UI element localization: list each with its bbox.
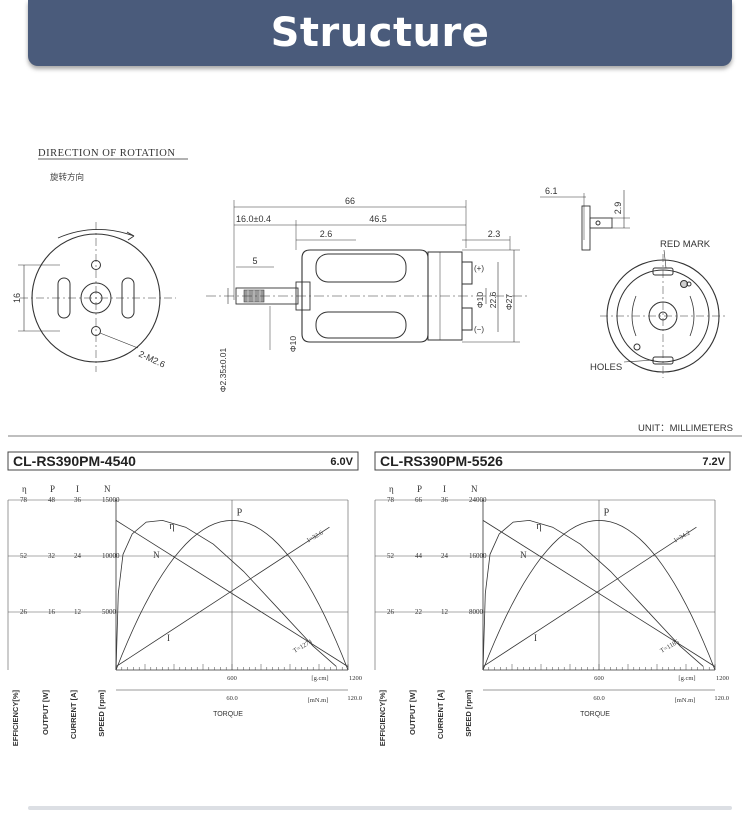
axis-head: η	[389, 484, 394, 494]
header-banner: Structure	[28, 0, 732, 66]
torque-unit: [g.cm]	[311, 675, 328, 682]
dim-66: 66	[345, 196, 355, 206]
dim-46-5: 46.5	[369, 214, 387, 224]
holes-label: HOLES	[590, 362, 622, 373]
torque-label: TORQUE	[213, 711, 243, 718]
curve-label-n: N	[520, 550, 527, 560]
dim-5: 5	[252, 256, 257, 266]
curve-current	[115, 526, 330, 667]
curve-current	[482, 526, 697, 667]
footer-divider	[28, 806, 732, 810]
dim-2-9: 2.9	[613, 202, 623, 215]
y-axis-label: SPEED [rpm]	[464, 690, 473, 737]
axis-head: I	[76, 484, 79, 494]
curve-label-i: I	[534, 633, 537, 643]
dim-16-0: 16.0±0.4	[236, 214, 271, 224]
curve-efficiency	[115, 519, 337, 671]
axis-head: I	[443, 484, 446, 494]
curve-label-i: I	[167, 633, 170, 643]
rotation-title: DIRECTION OF ROTATION	[38, 148, 175, 159]
rear-view: RED MARK HOLES	[590, 239, 726, 378]
torque-tick: 600	[594, 675, 604, 682]
torque-tick: 1200	[716, 675, 729, 682]
annotation-stall-torque: T=1185	[659, 638, 680, 654]
curve-output	[115, 519, 349, 671]
terminal-minus: (−)	[474, 325, 484, 334]
torque-tick: 60.0	[593, 695, 604, 702]
rotation-arrow-icon	[126, 231, 135, 241]
y-axis-label: SPEED [rpm]	[97, 690, 106, 737]
rotation-title-cn: 旋转方向	[50, 172, 84, 182]
red-mark-dot	[680, 280, 688, 288]
torque-tick: 60.0	[226, 695, 237, 702]
dim-d27: Φ27	[504, 294, 514, 311]
front-view: DIRECTION OF ROTATION 旋转方向 16 2-M2.6	[12, 148, 188, 372]
torque-unit: [mN.m]	[675, 697, 696, 704]
terminal-detail: 6.1 2.9	[540, 186, 630, 251]
axis-head: η	[22, 484, 27, 494]
curve-efficiency	[482, 519, 704, 671]
torque-tick: 1200	[349, 675, 362, 682]
axis-head: N	[471, 484, 478, 494]
dim-d10-rear: Φ10	[475, 292, 485, 309]
dim-22-6: 22.6	[488, 291, 498, 308]
y-axis-label: EFFICIENCY[%]	[378, 689, 387, 746]
torque-label: TORQUE	[580, 711, 610, 718]
terminal-plus: (+)	[474, 264, 484, 273]
dim-d10-front: Φ10	[288, 336, 298, 353]
curve-label-n: N	[153, 550, 160, 560]
torque-tick: 120.0	[714, 695, 729, 702]
y-axis-label: CURRENT [A]	[69, 690, 78, 740]
side-view: 66 16.0±0.4 46.5 2.6 2.3 5 (+)	[206, 196, 530, 392]
dim-16: 16	[12, 293, 22, 303]
curve-label-p: P	[237, 507, 243, 518]
torque-unit: [mN.m]	[308, 697, 329, 704]
unit-label: UNIT：MILLIMETERS	[638, 423, 733, 434]
screw-label: 2-M2.6	[137, 349, 167, 370]
dim-2-3: 2.3	[488, 229, 501, 239]
axis-head: N	[104, 484, 111, 494]
axis-head: P	[417, 484, 422, 494]
red-mark-label: RED MARK	[660, 239, 711, 250]
chart-model: CL-RS390PM-4540	[13, 453, 136, 469]
page-title: Structure	[270, 10, 490, 56]
torque-tick: 600	[227, 675, 237, 682]
axis-head: P	[50, 484, 55, 494]
curve-label-eta: η	[169, 521, 174, 532]
curve-label-p: P	[604, 507, 610, 518]
torque-unit: [g.cm]	[678, 675, 695, 682]
motor-can	[301, 249, 429, 343]
chart-voltage: 7.2V	[702, 456, 725, 468]
y-axis-label: EFFICIENCY[%]	[11, 689, 20, 746]
dim-shaft-dia: Φ2.35±0.01	[218, 347, 228, 392]
chart-voltage: 6.0V	[330, 456, 353, 468]
annotation-stall-torque: T=1274	[292, 638, 314, 655]
chart-model: CL-RS390PM-5526	[380, 453, 503, 469]
y-axis-label: OUTPUT [W]	[408, 690, 417, 735]
curve-label-eta: η	[536, 521, 541, 532]
dim-2-6: 2.6	[320, 229, 333, 239]
y-axis-label: CURRENT [A]	[436, 690, 445, 740]
torque-tick: 120.0	[347, 695, 362, 702]
dim-6-1: 6.1	[545, 186, 558, 196]
annotation-stall-current: I=34.2	[673, 530, 691, 545]
y-axis-label: OUTPUT [W]	[41, 690, 50, 735]
curve-output	[482, 519, 716, 671]
